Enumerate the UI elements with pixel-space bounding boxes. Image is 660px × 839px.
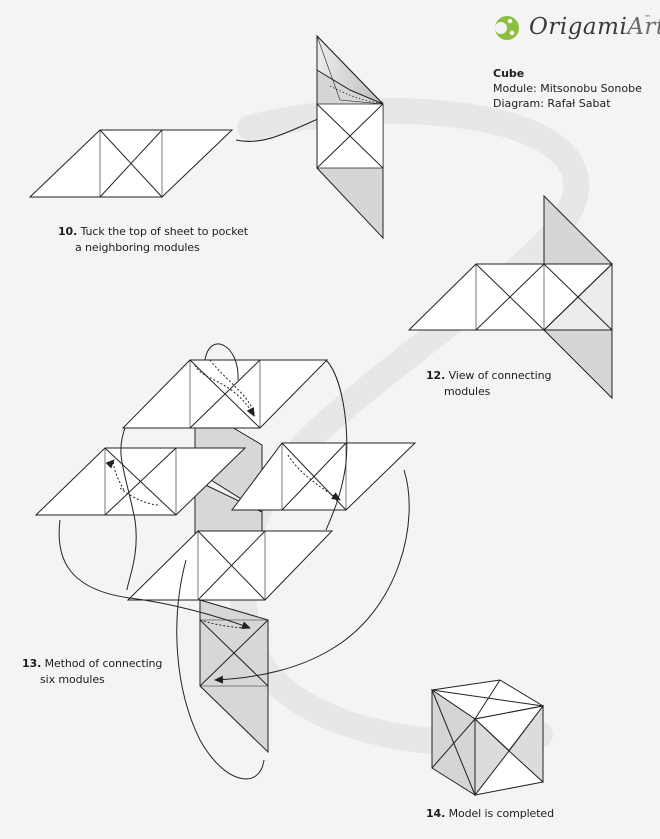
model-title: Cube xyxy=(493,67,525,80)
trademark-symbol: ™ xyxy=(644,14,651,22)
origamiart-logo-mark xyxy=(495,16,519,40)
step13-arrows xyxy=(58,343,410,780)
step14-text-1: Model is completed xyxy=(448,807,554,820)
step13-text-2: six modules xyxy=(40,673,105,686)
background-swirl xyxy=(229,98,590,756)
step12-connected-modules xyxy=(407,194,614,400)
step14-cube xyxy=(430,679,545,797)
step10-text-2: a neighboring modules xyxy=(75,241,200,254)
step12-text-1: View of connecting xyxy=(448,369,552,382)
step13-six-modules xyxy=(34,359,417,754)
step10-text-1: Tuck the top of sheet to pocket xyxy=(80,225,249,238)
step11-folded-module xyxy=(316,34,384,240)
step12-caption: 12. View of connecting modules xyxy=(426,368,551,400)
step14-number: 14. xyxy=(426,807,446,820)
step12-number: 12. xyxy=(426,369,446,382)
step13-text-1: Method of connecting xyxy=(44,657,163,670)
step10-caption: 10. Tuck the top of sheet to pocket a ne… xyxy=(58,224,248,256)
module-credit: Module: Mitsonobu Sonobe xyxy=(493,82,642,95)
logo-wordmark: OrigamiArt xyxy=(529,14,660,40)
model-info: Cube Module: Mitsonobu Sonobe Diagram: R… xyxy=(493,66,642,111)
step10-number: 10. xyxy=(58,225,78,238)
step13-number: 13. xyxy=(22,657,42,670)
diagram-credit: Diagram: Rafał Sabat xyxy=(493,97,611,110)
step10-flat-module xyxy=(28,129,234,198)
step14-caption: 14. Model is completed xyxy=(426,806,554,822)
origamiart-logo: OrigamiArt ™ xyxy=(493,12,660,46)
step13-caption: 13. Method of connecting six modules xyxy=(22,656,162,688)
step12-text-2: modules xyxy=(444,385,491,398)
